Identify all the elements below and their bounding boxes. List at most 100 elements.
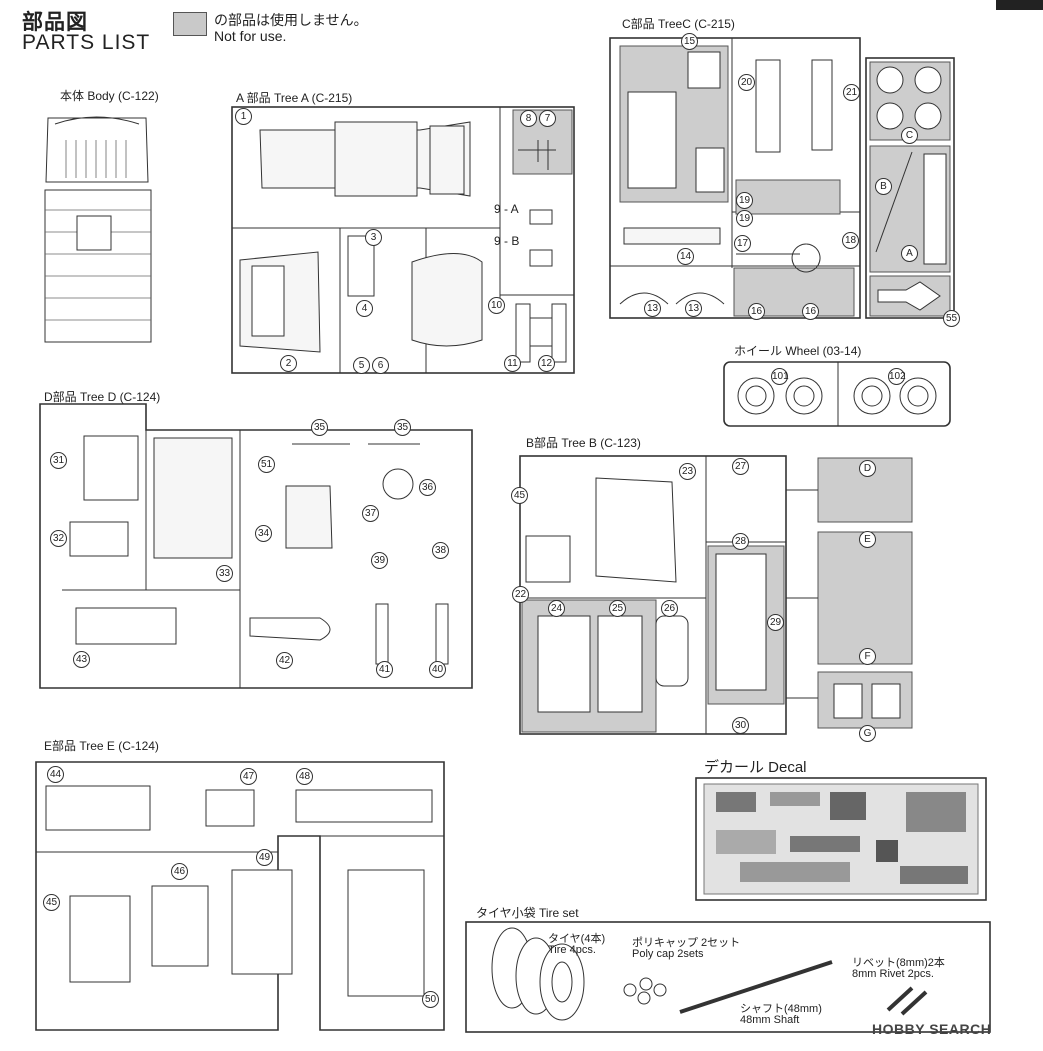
page-title-en: PARTS LIST: [22, 31, 151, 54]
part-number: 15: [681, 33, 698, 50]
part-number: 13: [644, 300, 661, 317]
part-letter: A: [901, 245, 918, 262]
part-number: 45: [511, 487, 528, 504]
part-number: 4: [356, 300, 373, 317]
part-number: 43: [73, 651, 90, 668]
tree-c-frame: [609, 37, 955, 319]
section-label-tire-set: タイヤ小袋 Tire set: [476, 906, 579, 920]
rivet-label-en: 8mm Rivet 2pcs.: [852, 968, 934, 980]
tire-label-jp: タイヤ(4本): [548, 933, 606, 945]
part-number: 25: [609, 600, 626, 617]
page-title-jp: 部品図: [22, 11, 88, 34]
polycap-label-jp: ポリキャップ 2セット: [632, 937, 741, 949]
part-number: 23: [679, 463, 696, 480]
section-label-tree-d: D部品 Tree D (C-124): [44, 390, 161, 404]
part-letter: D: [859, 460, 876, 477]
part-number: 24: [548, 600, 565, 617]
section-label-wheel: ホイール Wheel (03-14): [734, 344, 862, 358]
part-number: 5: [353, 357, 370, 374]
part-number-9a: 9 - A: [494, 202, 519, 216]
watermark-logo: HOBBY SEARCH: [872, 1021, 992, 1037]
part-number: 47: [240, 768, 257, 785]
part-number: 10: [488, 297, 505, 314]
part-number: 18: [842, 232, 859, 249]
part-number: 16: [748, 303, 765, 320]
tree-b-frame: [519, 455, 913, 735]
part-letter: C: [901, 127, 918, 144]
part-number: 28: [732, 533, 749, 550]
part-number: 2: [280, 355, 297, 372]
part-number: 33: [216, 565, 233, 582]
part-number: 49: [256, 849, 273, 866]
part-number: 22: [512, 586, 529, 603]
wheel-frame: [723, 361, 951, 427]
part-letter: G: [859, 725, 876, 742]
part-number: 26: [661, 600, 678, 617]
part-number: 34: [255, 525, 272, 542]
part-number: 11: [504, 355, 521, 372]
section-label-tree-e: E部品 Tree E (C-124): [44, 739, 159, 753]
part-number: 40: [429, 661, 446, 678]
section-label-tree-c: C部品 TreeC (C-215): [622, 17, 735, 31]
part-number: 29: [767, 614, 784, 631]
shaft-label-en: 48mm Shaft: [740, 1014, 800, 1026]
not-for-use-swatch: [173, 12, 207, 36]
part-letter: E: [859, 531, 876, 548]
part-number: 19: [736, 192, 753, 209]
part-number: 6: [372, 357, 389, 374]
tree-d-frame: [39, 403, 473, 689]
decal-sheet: [695, 777, 987, 901]
corner-bar: [996, 0, 1043, 10]
part-number: 55: [943, 310, 960, 327]
section-label-tree-b: B部品 Tree B (C-123): [526, 436, 641, 450]
part-letter: B: [875, 178, 892, 195]
tree-a-frame: [231, 106, 575, 374]
tire-label-en: Tire 4pcs.: [548, 944, 596, 956]
part-number: 48: [296, 768, 313, 785]
part-number: 44: [47, 766, 64, 783]
part-number: 101: [771, 368, 789, 385]
polycap-label-en: Poly cap 2sets: [632, 948, 704, 960]
shaft-label-jp: シャフト(48mm): [740, 1003, 822, 1015]
part-number: 17: [734, 235, 751, 252]
tire-set-frame: [465, 921, 991, 1033]
part-number: 32: [50, 530, 67, 547]
part-number: 46: [171, 863, 188, 880]
part-number: 50: [422, 991, 439, 1008]
part-number: 37: [362, 505, 379, 522]
part-number: 1: [235, 108, 252, 125]
part-number: 39: [371, 552, 388, 569]
part-number: 7: [539, 110, 556, 127]
rivet-label-jp: リベット(8mm)2本: [852, 957, 945, 969]
part-number: 36: [419, 479, 436, 496]
part-number: 35: [394, 419, 411, 436]
part-number: 13: [685, 300, 702, 317]
part-number: 14: [677, 248, 694, 265]
section-label-body: 本体 Body (C-122): [60, 89, 159, 103]
part-number: 102: [888, 368, 906, 385]
part-number: 3: [365, 229, 382, 246]
section-label-tree-a: A 部品 Tree A (C-215): [236, 91, 353, 105]
part-number: 16: [802, 303, 819, 320]
part-number: 12: [538, 355, 555, 372]
part-number: 27: [732, 458, 749, 475]
part-number: 30: [732, 717, 749, 734]
part-number: 51: [258, 456, 275, 473]
part-number: 35: [311, 419, 328, 436]
part-letter: F: [859, 648, 876, 665]
part-number: 38: [432, 542, 449, 559]
tree-e-frame: [35, 761, 445, 1031]
part-number: 31: [50, 452, 67, 469]
legend-text-en: Not for use.: [214, 28, 287, 44]
part-number-9b: 9 - B: [494, 234, 520, 248]
part-number: 45: [43, 894, 60, 911]
part-number: 20: [738, 74, 755, 91]
part-number: 21: [843, 84, 860, 101]
part-number: 42: [276, 652, 293, 669]
body-part: [44, 116, 152, 343]
part-number: 8: [520, 110, 537, 127]
part-number: 19: [736, 210, 753, 227]
part-number: 41: [376, 661, 393, 678]
section-label-decal: デカール Decal: [704, 759, 807, 776]
